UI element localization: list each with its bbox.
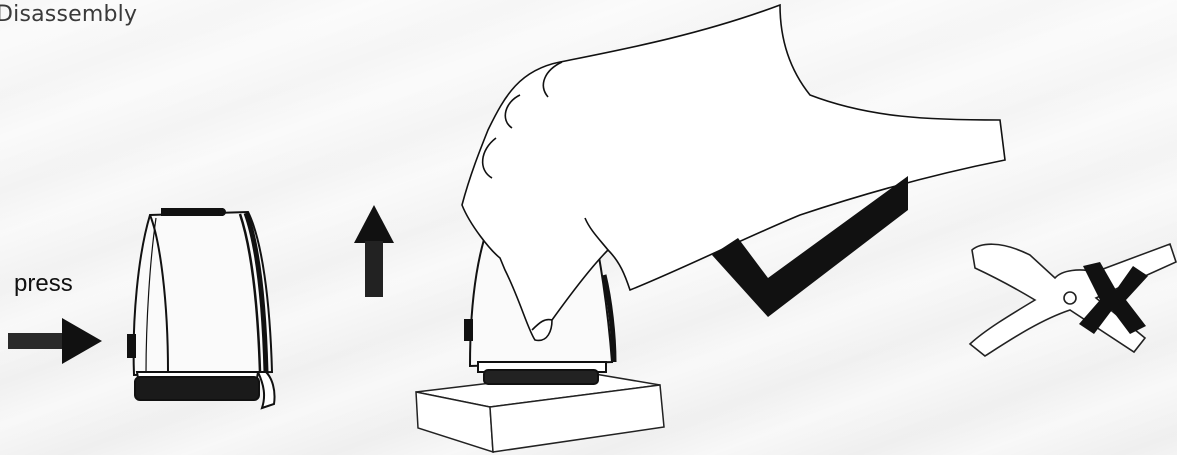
press-label: press <box>14 270 73 297</box>
device-side-view <box>127 208 276 410</box>
check-mark-icon <box>712 176 908 317</box>
up-arrow-icon <box>354 205 394 297</box>
page-title: Disassembly <box>0 2 138 27</box>
clamp-forbidden-icon <box>968 242 1177 357</box>
press-arrow-icon <box>8 318 102 364</box>
hand-drawing <box>461 3 1006 342</box>
